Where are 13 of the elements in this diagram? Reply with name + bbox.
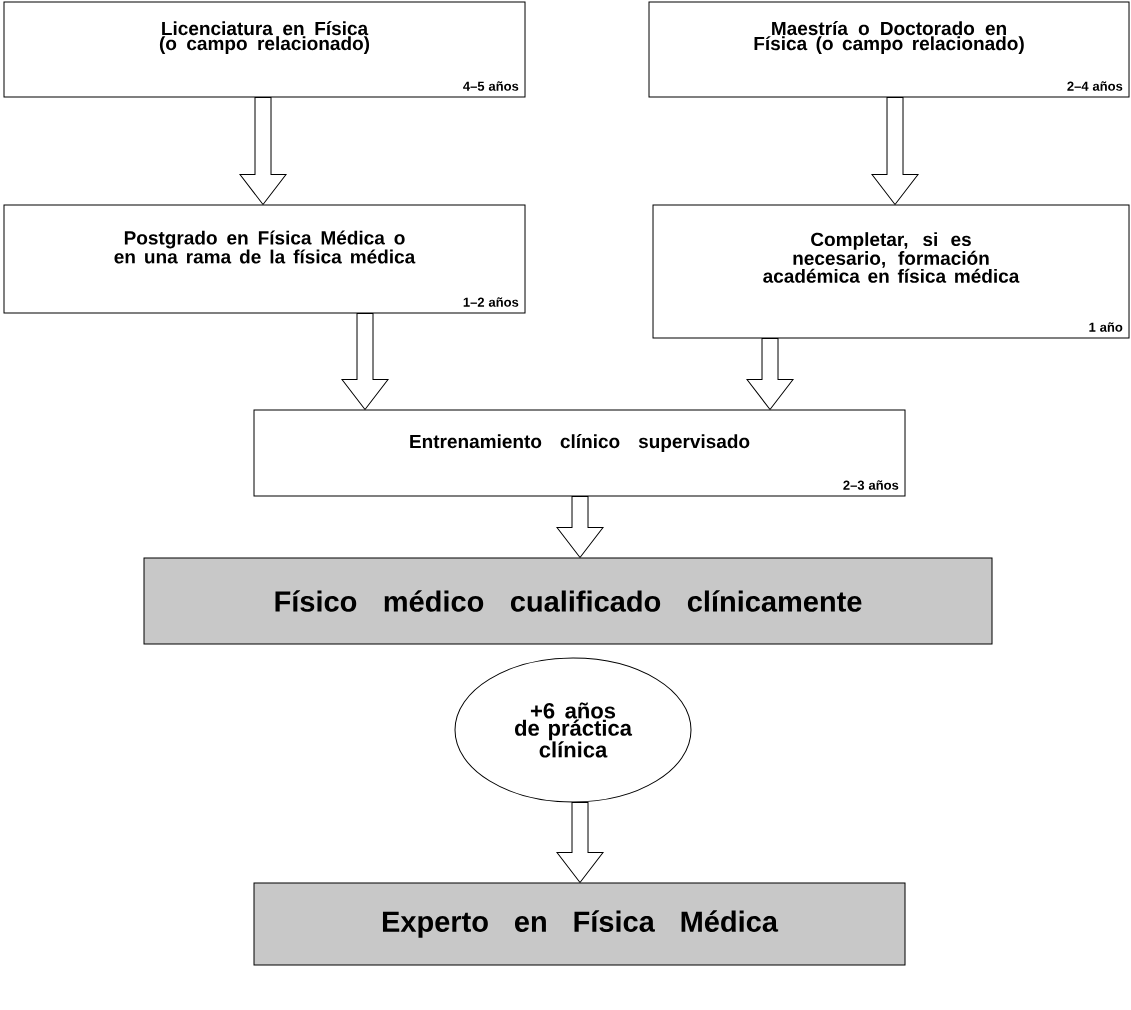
process-box: Postgrado en Física Médica o en una rama de la física médica 1–2 años bbox=[3, 204, 526, 314]
block-arrow bbox=[341, 313, 389, 410]
process-box: Entrenamiento clínico supervisado 2–3 años bbox=[253, 409, 906, 497]
result-box: Experto en Física Médica bbox=[253, 882, 906, 966]
block-arrow bbox=[746, 338, 794, 410]
block-arrow bbox=[556, 496, 604, 558]
process-box: Completar, si es necesario, formación académica en física médica 1 año bbox=[652, 204, 1130, 339]
process-box: Licenciatura en Física (o campo relacionado) 4–5 años bbox=[3, 1, 526, 98]
result-box: Físico médico cualificado clínicamente bbox=[143, 557, 993, 645]
block-arrow bbox=[556, 802, 604, 883]
process-box: Maestría o Doctorado en Física (o campo relacionado) 2–4 años bbox=[648, 1, 1130, 98]
block-arrow bbox=[239, 97, 287, 205]
block-arrow bbox=[871, 97, 919, 205]
